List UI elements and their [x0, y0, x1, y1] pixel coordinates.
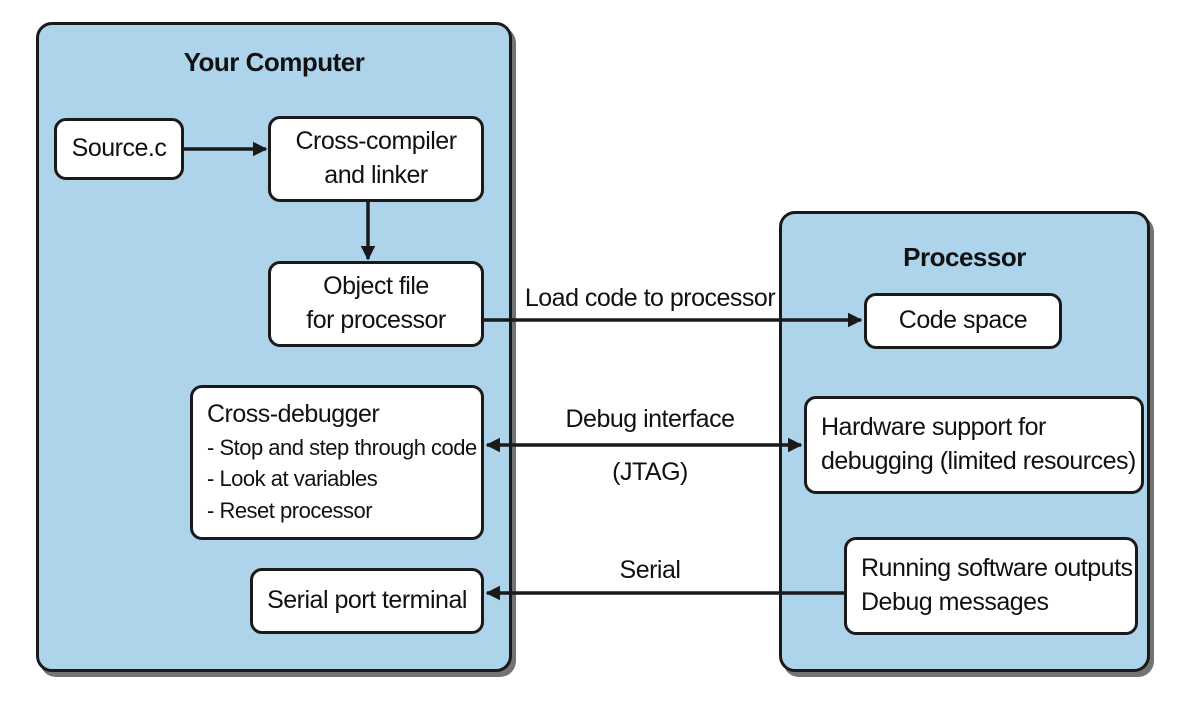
- serial-label: Serial: [619, 556, 681, 584]
- serial-terminal-label: Serial port terminal: [267, 586, 467, 615]
- code-space-label: Code space: [898, 306, 1028, 335]
- hardware-support-line2: debugging (limited resources): [821, 447, 1136, 475]
- object-file-line2: for processor: [306, 306, 446, 334]
- running-software-node: Running software outputs Debug messages: [844, 537, 1138, 635]
- object-file-line1: Object file: [323, 272, 429, 301]
- hardware-support-line1: Hardware support for: [821, 413, 1046, 442]
- your-computer-title: Your Computer: [183, 47, 365, 77]
- load-code-label: Load code to processor: [524, 284, 776, 312]
- hardware-support-node: Hardware support for debugging (limited …: [804, 396, 1144, 494]
- running-software-line1: Running software outputs: [861, 554, 1133, 583]
- debug-interface-label: Debug interface: [565, 405, 735, 433]
- jtag-label: (JTAG): [612, 458, 688, 486]
- source-file-node: Source.c: [54, 118, 184, 180]
- object-file-node: Object file for processor: [268, 261, 484, 347]
- debugger-item-variables: - Look at variables: [207, 466, 378, 492]
- running-software-line2: Debug messages: [861, 588, 1049, 616]
- cross-compiler-line1: Cross-compiler: [295, 127, 457, 156]
- cross-compiler-node: Cross-compiler and linker: [268, 116, 484, 202]
- processor-title: Processor: [903, 242, 1026, 272]
- source-file-label: Source.c: [71, 134, 167, 163]
- cross-debugger-node: Cross-debugger - Stop and step through c…: [190, 385, 484, 540]
- debugger-item-stop-step: - Stop and step through code: [207, 434, 477, 460]
- serial-terminal-node: Serial port terminal: [250, 568, 484, 634]
- code-space-node: Code space: [864, 293, 1062, 349]
- debugger-item-reset: - Reset processor: [207, 498, 373, 524]
- cross-debugger-title: Cross-debugger: [207, 399, 380, 428]
- cross-compiler-line2: and linker: [324, 161, 428, 189]
